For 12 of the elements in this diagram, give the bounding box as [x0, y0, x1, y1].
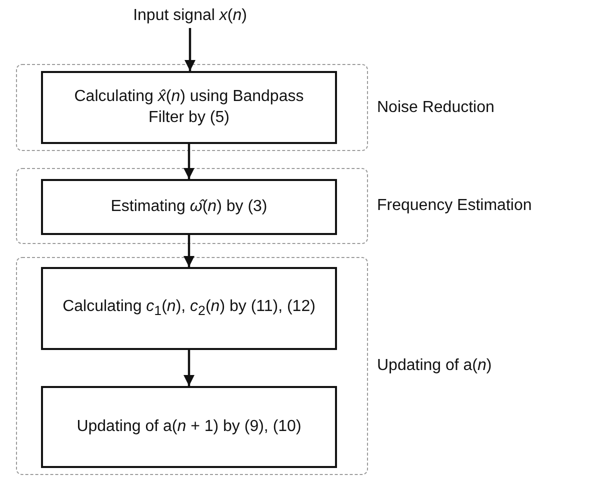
- process-box: Calculating x̂(n) using Bandpass Filter by (5): [41, 71, 337, 144]
- stage-heading: Updating of a(n): [377, 357, 492, 375]
- arrow: [184, 350, 194, 386]
- stage-heading: Noise Reduction: [377, 98, 494, 116]
- process-box: Updating of a(n + 1) by (9), (10): [41, 386, 337, 468]
- arrow: [184, 144, 194, 179]
- stage-heading: Frequency Estimation: [377, 197, 532, 215]
- process-box: Estimating ω̂(n) by (3): [41, 179, 337, 235]
- arrow: [184, 235, 194, 267]
- arrow: [184, 28, 196, 71]
- process-box: Calculating c$_{1}$(n), c$_{2}$(n) by (11), (12): [41, 267, 337, 350]
- input-label: Input signal x(n): [133, 7, 247, 25]
